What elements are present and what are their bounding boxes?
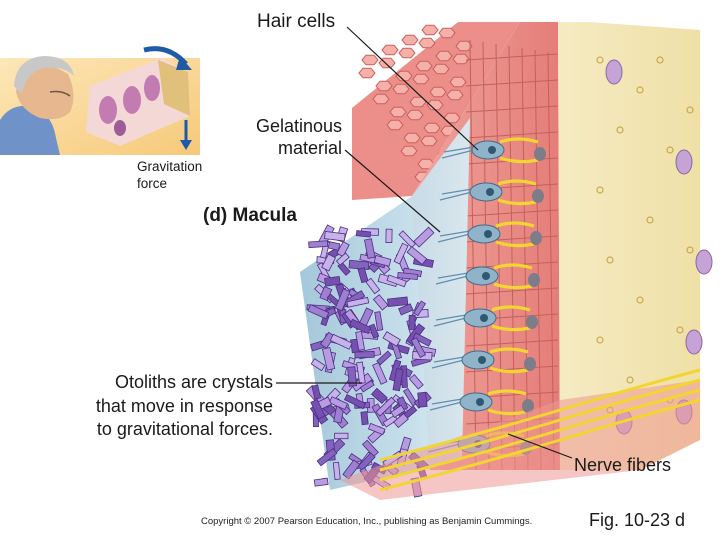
label-gravitation-line2: force (137, 176, 168, 191)
otolith-crystals (305, 224, 437, 498)
inset-illustration (0, 46, 200, 155)
leader-hair-cells (346, 26, 479, 151)
label-hair-cells: Hair cells (257, 11, 336, 32)
person-figure (0, 56, 74, 155)
inset-macula (86, 58, 190, 146)
label-gelatinous-line2: material (277, 138, 342, 158)
figure-number: Fig. 10-23 d (589, 510, 686, 530)
panel-title-macula: (d) Macula (203, 205, 297, 226)
copyright-notice: Copyright © 2007 Pearson Education, Inc.… (201, 516, 533, 527)
label-otoliths-line2: that move in response (95, 396, 273, 416)
nerve-band (340, 368, 701, 500)
label-otoliths-line1: Otoliths are crystals (114, 372, 273, 392)
leader-lines (276, 26, 573, 459)
leader-nerve-fibers (507, 433, 573, 459)
label-gelatinous-line1: Gelatinous (255, 116, 342, 136)
label-otoliths-line3: to gravitational forces. (96, 419, 273, 439)
leader-gelatinous (344, 149, 441, 233)
connective-tissue (520, 22, 700, 470)
label-gravitation-line1: Gravitation (137, 159, 203, 174)
label-nerve-fibers: Nerve fibers (574, 455, 672, 475)
